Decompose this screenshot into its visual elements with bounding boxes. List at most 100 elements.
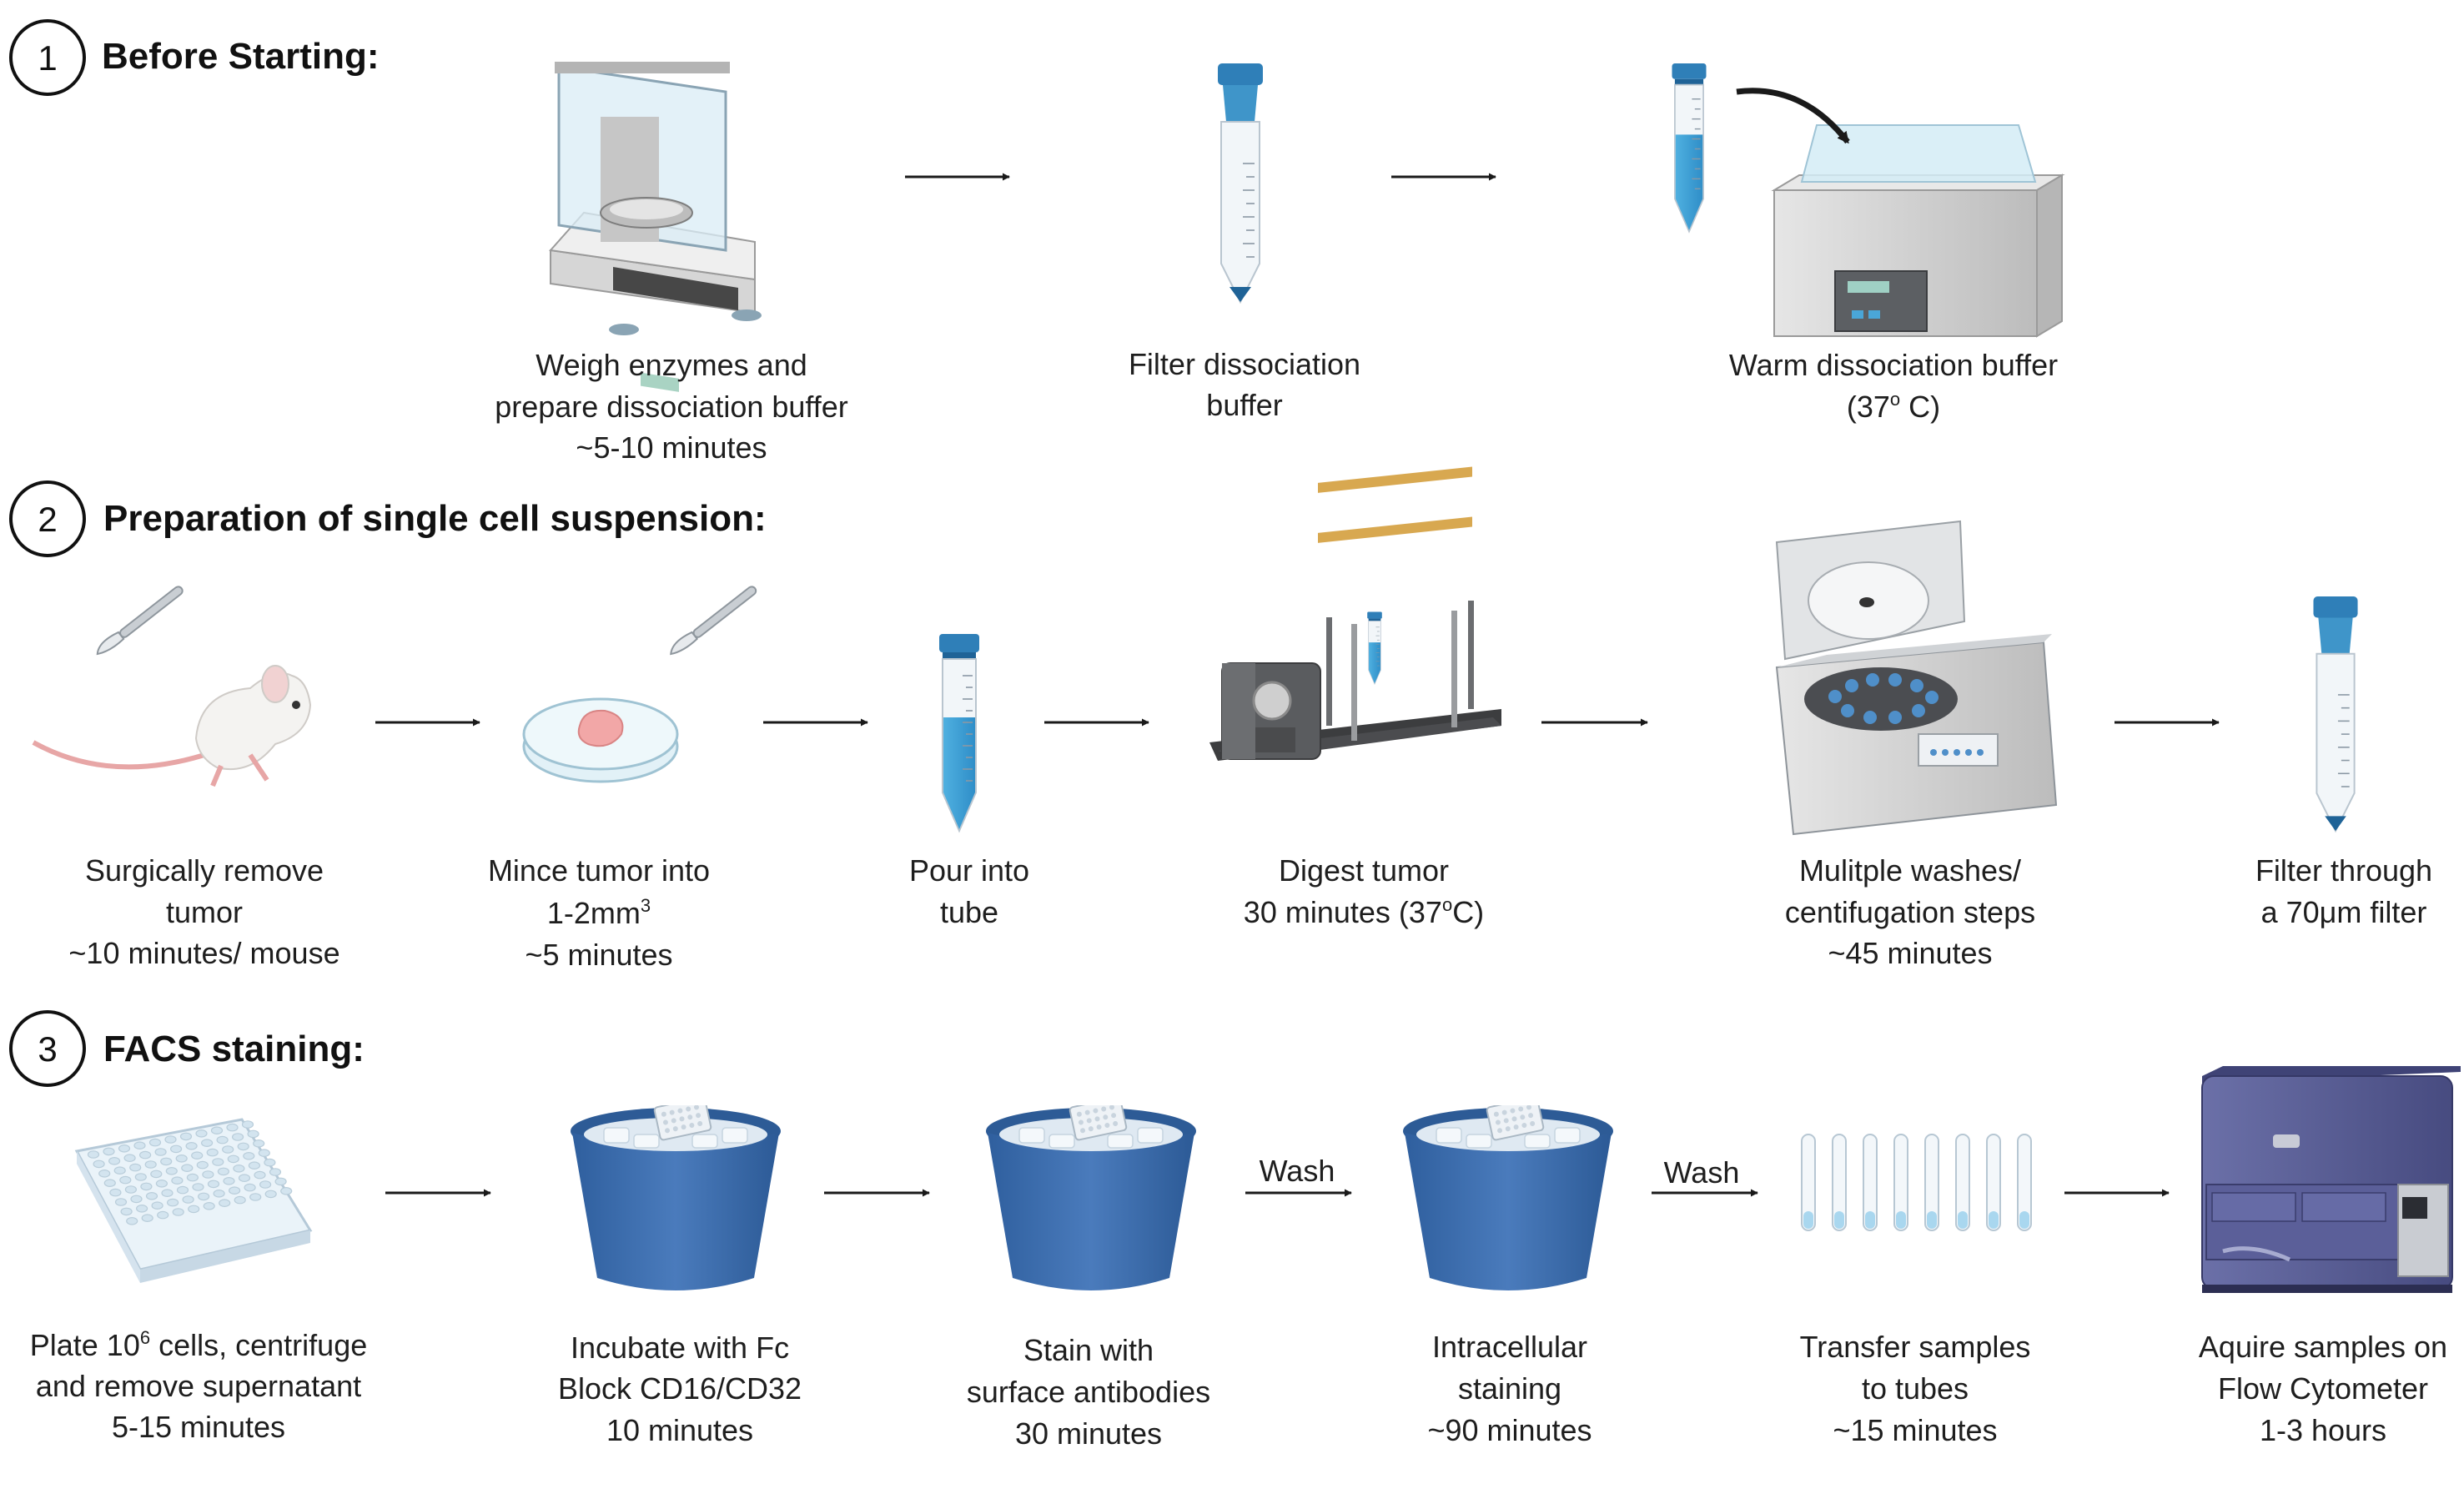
wash-label-1: Wash <box>1260 1154 1335 1188</box>
ice-bucket-icon <box>1401 1105 1615 1292</box>
ice-bucket-icon <box>569 1105 782 1292</box>
digester-icon <box>1209 466 1501 761</box>
mouse-icon <box>32 665 312 787</box>
well <box>136 1205 148 1213</box>
well <box>186 1173 199 1182</box>
well <box>93 1159 105 1169</box>
caption-washes-line-2: centifugation steps <box>1785 895 2035 929</box>
well <box>198 1192 210 1201</box>
caption-surface-line-2: surface antibodies <box>967 1375 1210 1409</box>
caption-filter-buffer-line-2: buffer <box>1206 388 1282 422</box>
section-1-number: 1 <box>38 38 57 78</box>
well <box>167 1198 179 1207</box>
caption-digest-sup: o <box>1442 894 1452 915</box>
centrifuge-icon <box>1775 520 2058 836</box>
well <box>98 1170 111 1178</box>
well <box>141 1214 153 1222</box>
well <box>126 1217 138 1225</box>
well <box>130 1195 143 1204</box>
caption-filter-70-line-1: Filter through <box>2255 853 2432 888</box>
well <box>185 1142 198 1150</box>
well <box>123 1154 136 1162</box>
caption-acquire-line-2: Flow Cytometer <box>2218 1371 2428 1406</box>
caption-surface-line-1: Stain with <box>1023 1333 1154 1367</box>
caption-intracellular-line-2: staining <box>1458 1371 1561 1406</box>
caption-weigh-line-3: ~5-10 minutes <box>576 430 767 465</box>
section-3-title: FACS staining: <box>103 1029 365 1069</box>
caption-fc-line-1: Incubate with Fc <box>571 1331 789 1365</box>
well <box>103 1147 115 1156</box>
well <box>201 1139 214 1147</box>
well <box>119 1175 132 1185</box>
sample-tube <box>1893 1134 1908 1231</box>
section-2-title: Preparation of single cell suspension: <box>103 498 767 539</box>
wash-label-2: Wash <box>1664 1155 1740 1190</box>
well <box>155 1180 168 1188</box>
well <box>206 1148 219 1157</box>
caption-pour-line-1: Pour into <box>909 853 1029 888</box>
well <box>258 1149 270 1157</box>
well <box>120 1207 133 1216</box>
well <box>195 1129 208 1138</box>
well <box>157 1210 169 1220</box>
well <box>165 1167 178 1175</box>
section-3-number: 3 <box>38 1029 57 1069</box>
well <box>243 1152 255 1160</box>
caption-warm-part-b: C) <box>1900 390 1940 424</box>
well <box>160 1157 173 1166</box>
well <box>237 1142 249 1151</box>
balance-icon <box>549 62 762 392</box>
well <box>216 1135 229 1144</box>
well <box>151 1201 163 1210</box>
well <box>247 1129 259 1139</box>
caption-digest-line-2: 30 minutes (37oC) <box>1244 894 1484 929</box>
sample-tube <box>1986 1134 2001 1231</box>
caption-transfer-line-2: to tubes <box>1862 1371 1969 1406</box>
well <box>226 1123 239 1132</box>
well <box>108 1157 121 1165</box>
section-2-header: 2 Preparation of single cell suspension: <box>9 480 767 557</box>
caption-plate-part-b: cells, centrifuge <box>150 1328 367 1362</box>
well <box>212 1158 224 1166</box>
well <box>134 1173 147 1181</box>
well <box>182 1195 194 1204</box>
sample-tube <box>1801 1134 1816 1231</box>
flow-cytometer-icon <box>2201 1066 2461 1293</box>
well <box>280 1187 293 1195</box>
well <box>129 1163 142 1172</box>
well <box>154 1148 167 1156</box>
caption-plate-line-2: and remove supernatant <box>36 1369 361 1403</box>
caption-fc-line-2: Block CD16/CD32 <box>558 1371 802 1406</box>
well <box>192 1183 204 1191</box>
sample-tube <box>1924 1134 1939 1231</box>
well <box>181 1164 194 1172</box>
caption-weigh-line-2: prepare dissociation buffer <box>495 390 848 424</box>
well <box>219 1199 231 1207</box>
well <box>144 1160 157 1169</box>
well <box>139 1150 152 1159</box>
well <box>217 1167 229 1176</box>
well <box>233 1165 245 1173</box>
well <box>118 1144 131 1153</box>
sample-tube <box>1832 1134 1847 1231</box>
caption-mince-line-2: 1-2mm3 <box>547 895 651 930</box>
well <box>164 1135 177 1144</box>
caption-surface-line-3: 30 minutes <box>1015 1416 1162 1451</box>
caption-remove-tumor-line-2: tumor <box>166 895 243 929</box>
caption-washes-line-3: ~45 minutes <box>1828 936 1992 970</box>
well <box>207 1180 220 1189</box>
well <box>114 1198 128 1206</box>
caption-intracellular-line-3: ~90 minutes <box>1427 1413 1592 1447</box>
section-2-number: 2 <box>38 500 57 539</box>
well <box>172 1208 184 1216</box>
well <box>264 1190 277 1199</box>
well <box>229 1186 241 1195</box>
well <box>109 1188 122 1197</box>
curved-arrow-icon <box>1736 88 1850 144</box>
well <box>103 1179 116 1187</box>
caption-transfer-line-1: Transfer samples <box>1800 1330 2031 1364</box>
caption-filter-buffer-line-1: Filter dissociation <box>1129 347 1360 381</box>
ice-bucket-icon <box>984 1105 1198 1292</box>
well <box>113 1166 126 1175</box>
